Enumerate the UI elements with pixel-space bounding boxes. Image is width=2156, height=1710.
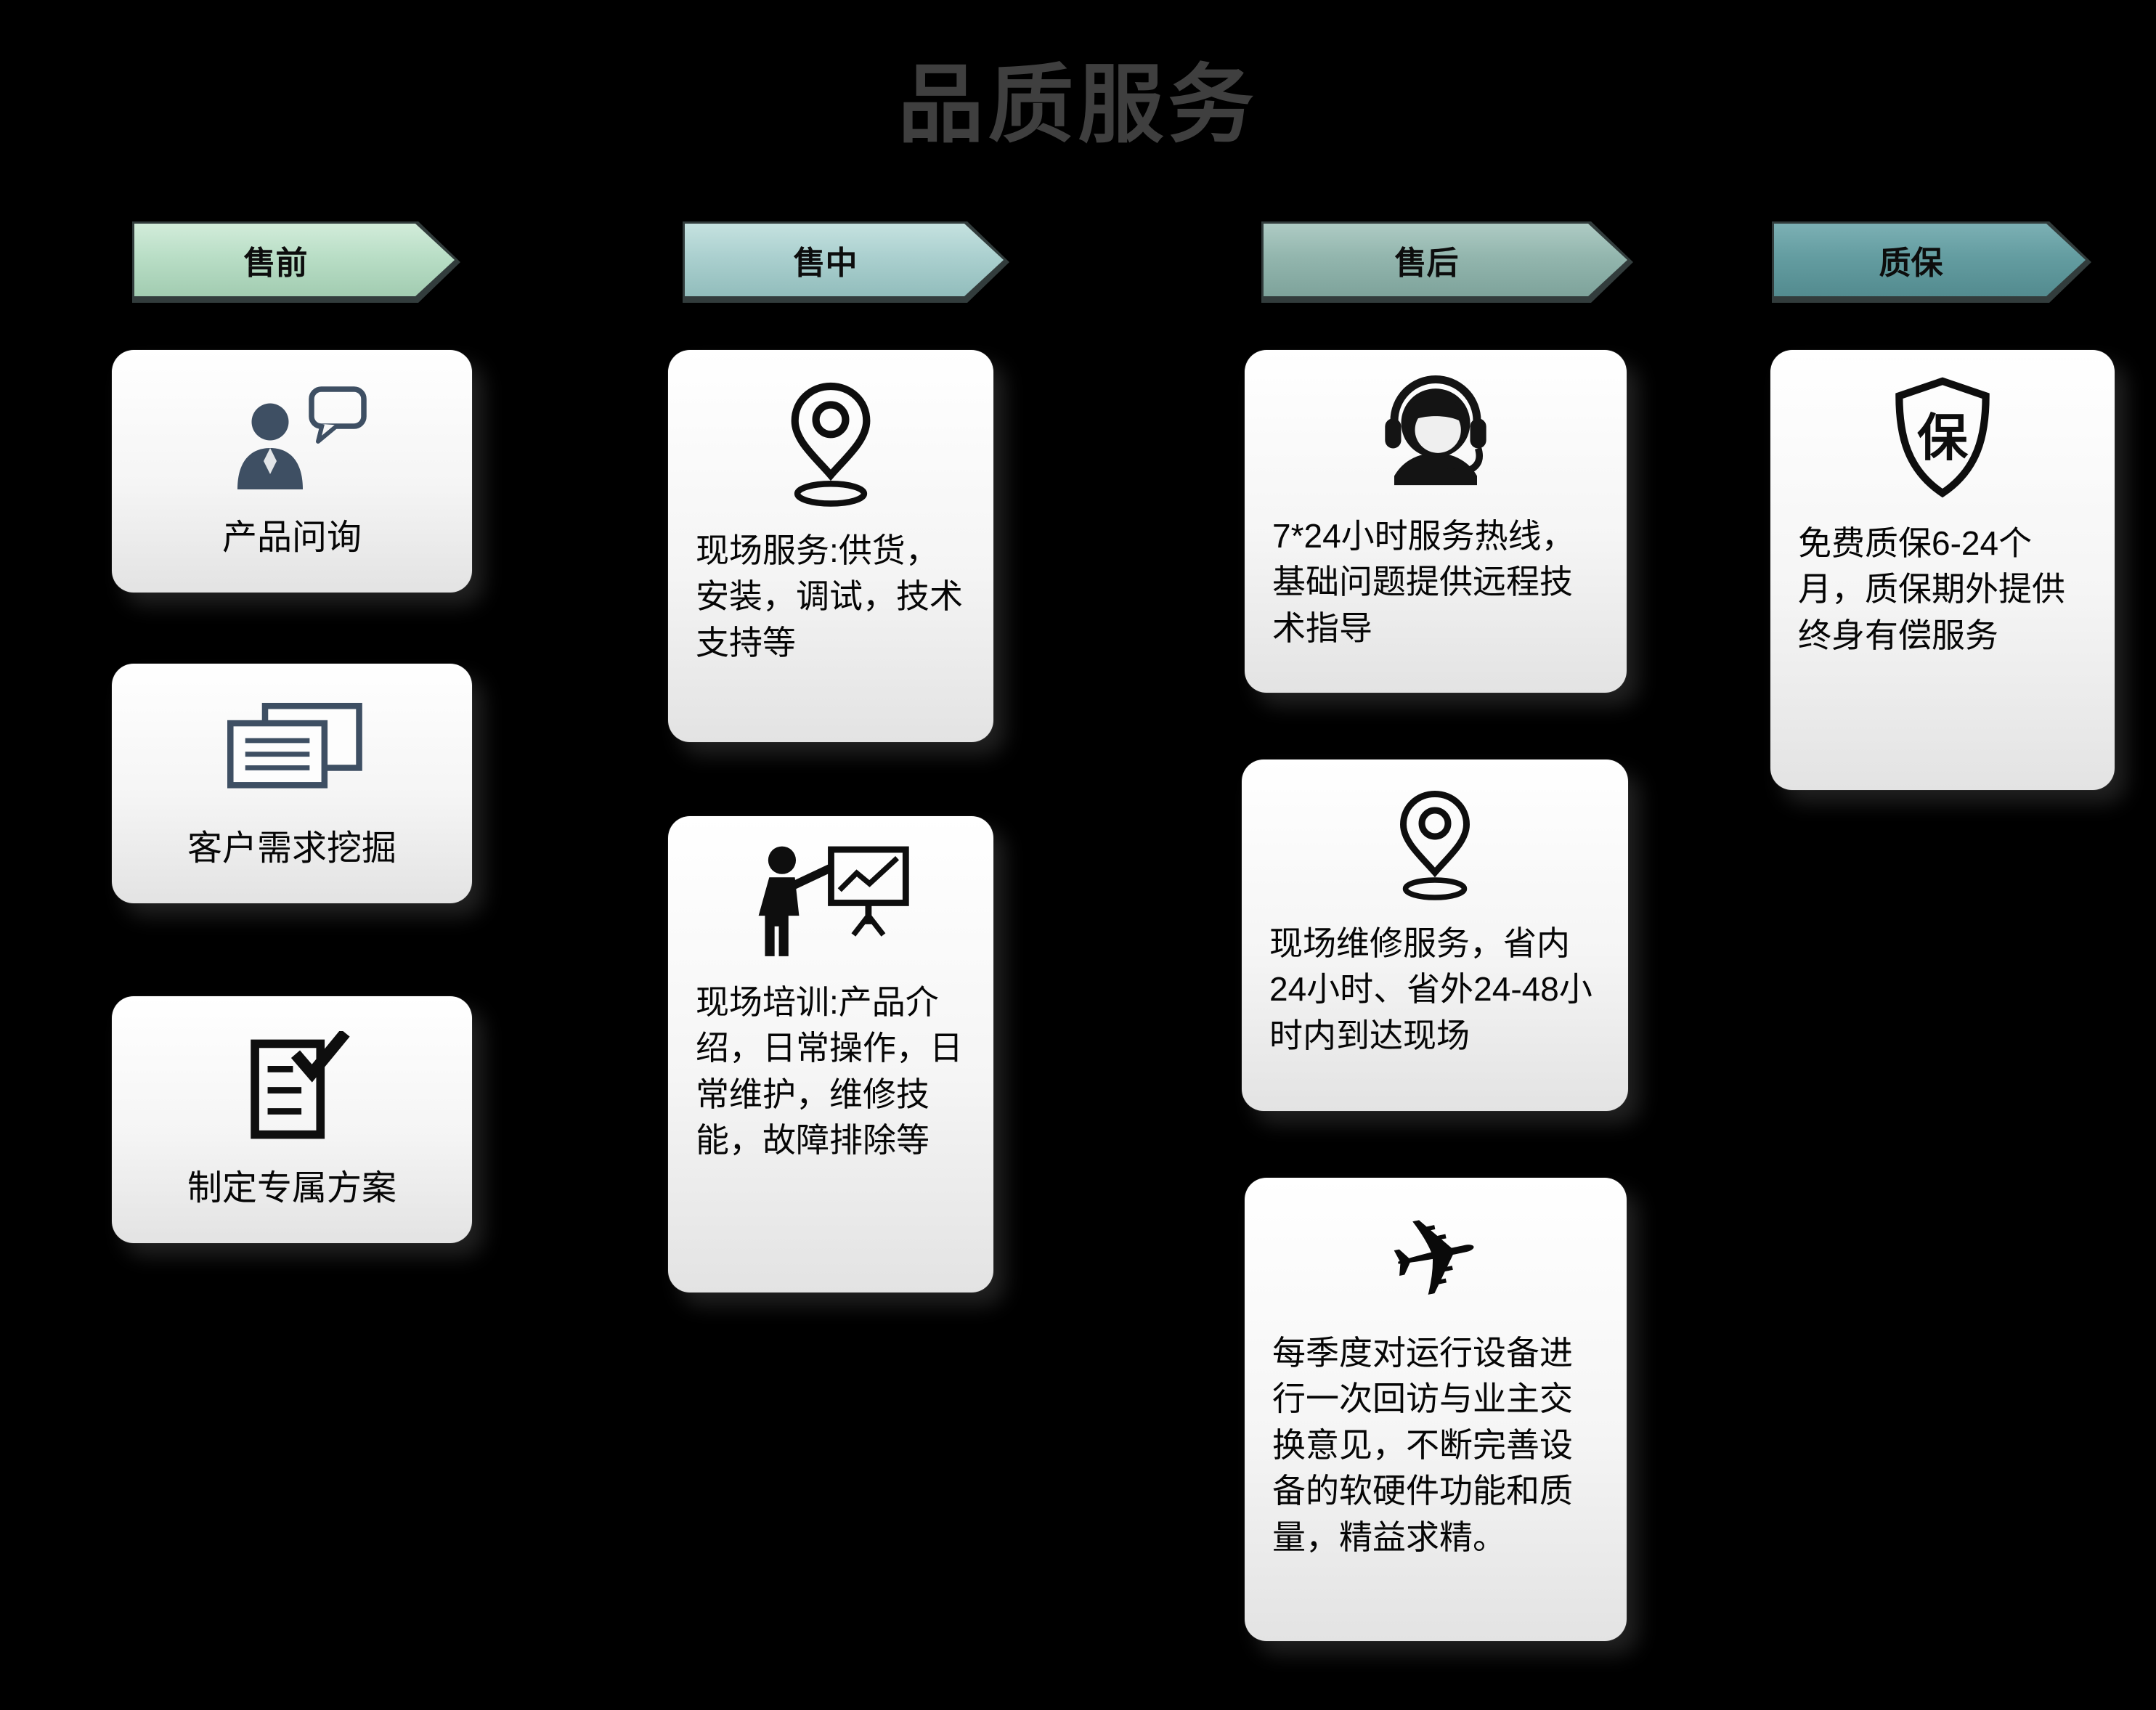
card-text-onsite-repair: 现场维修服务，省内24小时、省外24-48小时内到达现场 [1269,924,1592,1054]
card-product-inquiry: 产品问询 [112,350,472,593]
card-onsite-training: 现场培训:产品介绍，日常操作，日常维护，维修技能，故障排除等 [668,816,993,1292]
card-quarterly-review: ✈ 每季度对运行设备进行一次回访与业主交换意见，不断完善设备的软硬件功能和质量，… [1245,1178,1627,1641]
stage-header-aftersale: 售后 [1261,221,1633,303]
card-text-product-inquiry: 产品问询 [221,518,362,557]
airplane-icon: ✈ [1378,1188,1493,1326]
person-chat-icon [216,385,368,494]
trainer-board-icon [746,841,916,961]
stage-header-insale: 售中 [683,221,1009,303]
documents-icon [214,699,370,807]
card-onsite-service: 现场服务:供货，安装，调试，技术支持等 [668,350,993,742]
stage-label-presale: 售前 [243,245,308,281]
card-text-onsite-training: 现场培训:产品介绍，日常操作，日常维护，维修技能，故障排除等 [696,983,963,1160]
card-warranty: 保 免费质保6-24个月，质保期外提供终身有偿服务 [1770,350,2115,790]
shield-badge-icon: 保 [1884,375,2001,502]
card-text-onsite-service: 现场服务:供货，安装，调试，技术支持等 [696,532,963,661]
stage-label-aftersale: 售后 [1394,245,1459,281]
location-pin-icon [769,375,892,509]
stage-header-presale: 售前 [132,221,460,303]
card-text-quarterly-review: 每季度对运行设备进行一次回访与业主交换意见，不断完善设备的软硬件功能和质量，精益… [1272,1334,1573,1556]
shield-badge-char: 保 [1917,410,1969,466]
card-text-custom-plan: 制定专属方案 [187,1168,396,1208]
stage-header-presale-fill: 售前 [134,224,455,296]
page-title: 品质服务 [898,57,1258,153]
card-custom-plan: 制定专属方案 [112,996,472,1243]
stage-header-insale-fill: 售中 [685,224,1004,296]
card-text-service-hotline: 7*24小时服务热线，基础问题提供远程技术指导 [1272,517,1575,647]
location-pin-icon [1380,784,1489,902]
card-customer-needs: 客户需求挖掘 [112,664,472,903]
stage-header-warranty-fill: 质保 [1774,224,2086,296]
stage-label-warranty: 质保 [1879,245,1943,281]
card-onsite-repair: 现场维修服务，省内24小时、省外24-48小时内到达现场 [1242,760,1628,1111]
airplane-glyph: ✈ [1378,1187,1493,1327]
card-text-warranty: 免费质保6-24个月，质保期外提供终身有偿服务 [1798,524,2065,654]
card-service-hotline: 7*24小时服务热线，基础问题提供远程技术指导 [1245,350,1627,693]
stage-label-insale: 售中 [793,245,858,281]
stage-header-warranty: 质保 [1772,221,2091,303]
headset-agent-icon [1367,375,1505,494]
clipboard-check-icon [234,1031,350,1147]
card-text-customer-needs: 客户需求挖掘 [187,828,396,868]
stage-header-aftersale-fill: 售后 [1264,224,1627,296]
